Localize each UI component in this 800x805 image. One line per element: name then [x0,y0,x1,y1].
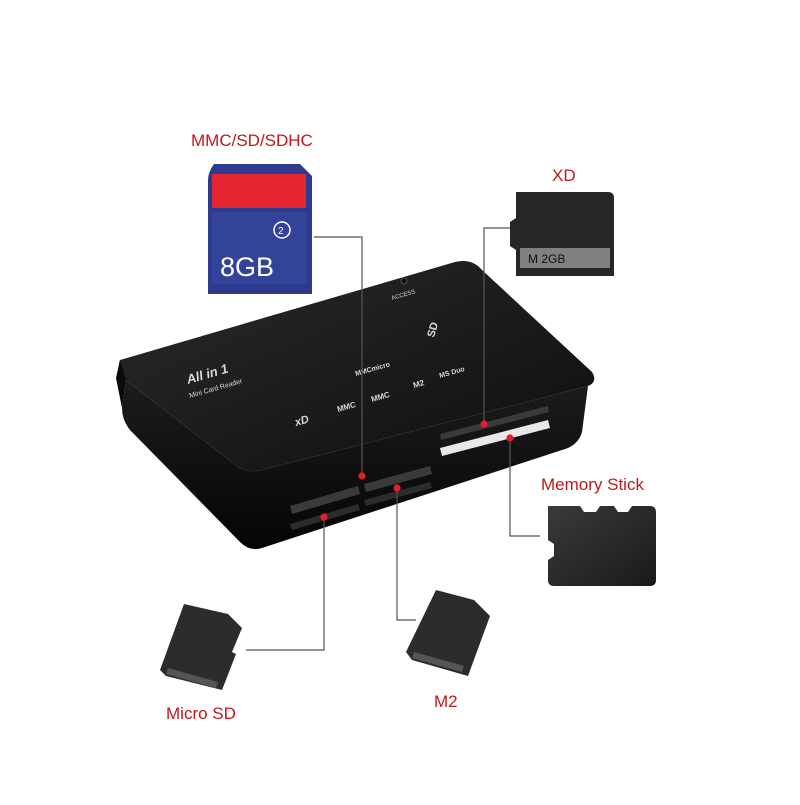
label-m2: M2 [434,692,458,711]
connector-dot-micro-sd [320,513,328,521]
connector-line-memory-stick [509,438,540,537]
connector-dots [320,420,514,521]
device-slot-label-m2: M2 [412,378,426,390]
device-top-face [118,261,595,472]
device-slot-label-xd: xD [293,413,311,429]
device-slot-label-sd: SD [425,321,441,339]
connector-line-sd [314,236,363,474]
device-access-led [400,277,408,285]
m2-card [406,590,490,676]
label-memory-stick: Memory Stick [541,475,644,494]
xd-card-text: M 2GB [528,252,565,266]
xd-card: M 2GB [510,192,614,276]
device-side-edge [116,360,126,408]
micro-sd-contacts [166,668,218,688]
label-xd: XD [552,166,576,185]
card-reader-device: All in 1 Mini Card Reader ACCESS xD MMC … [116,261,595,550]
connector-line-xd [483,227,516,424]
connector-line-m2 [396,488,416,621]
memory-stick-body [548,506,656,586]
slot-upper-right [440,406,549,440]
micro-sd-card [160,604,242,690]
connector-dot-memory-stick [506,434,514,442]
connector-dot-xd [480,420,488,428]
device-slots [290,406,550,530]
device-front-face [122,380,588,550]
connector-dot-sd [358,472,366,480]
m2-card-body [406,590,490,676]
sd-card-label-area [212,212,306,284]
sd-card-red-label [212,174,306,208]
sd-card-capacity: 8GB [220,252,274,282]
slot-sd-left [290,486,360,514]
connector-line-micro-sd [246,517,325,651]
sd-card: 8GB 2 [208,164,312,294]
label-mmc-sd-sdhc: MMC/SD/SDHC [191,131,313,150]
connector-dot-m2 [393,484,401,492]
slot-m2 [364,482,432,506]
memory-stick-card [548,506,656,586]
sd-card-class-ring [273,221,291,239]
micro-sd-body [160,604,242,690]
slot-xd-memory-stick [440,420,550,456]
sd-card-class: 2 [278,226,284,237]
xd-card-label-strip [520,248,610,268]
connector-lines [246,227,540,651]
m2-card-contacts [412,652,464,672]
label-micro-sd: Micro SD [166,704,236,723]
slot-sd-right [364,466,432,492]
